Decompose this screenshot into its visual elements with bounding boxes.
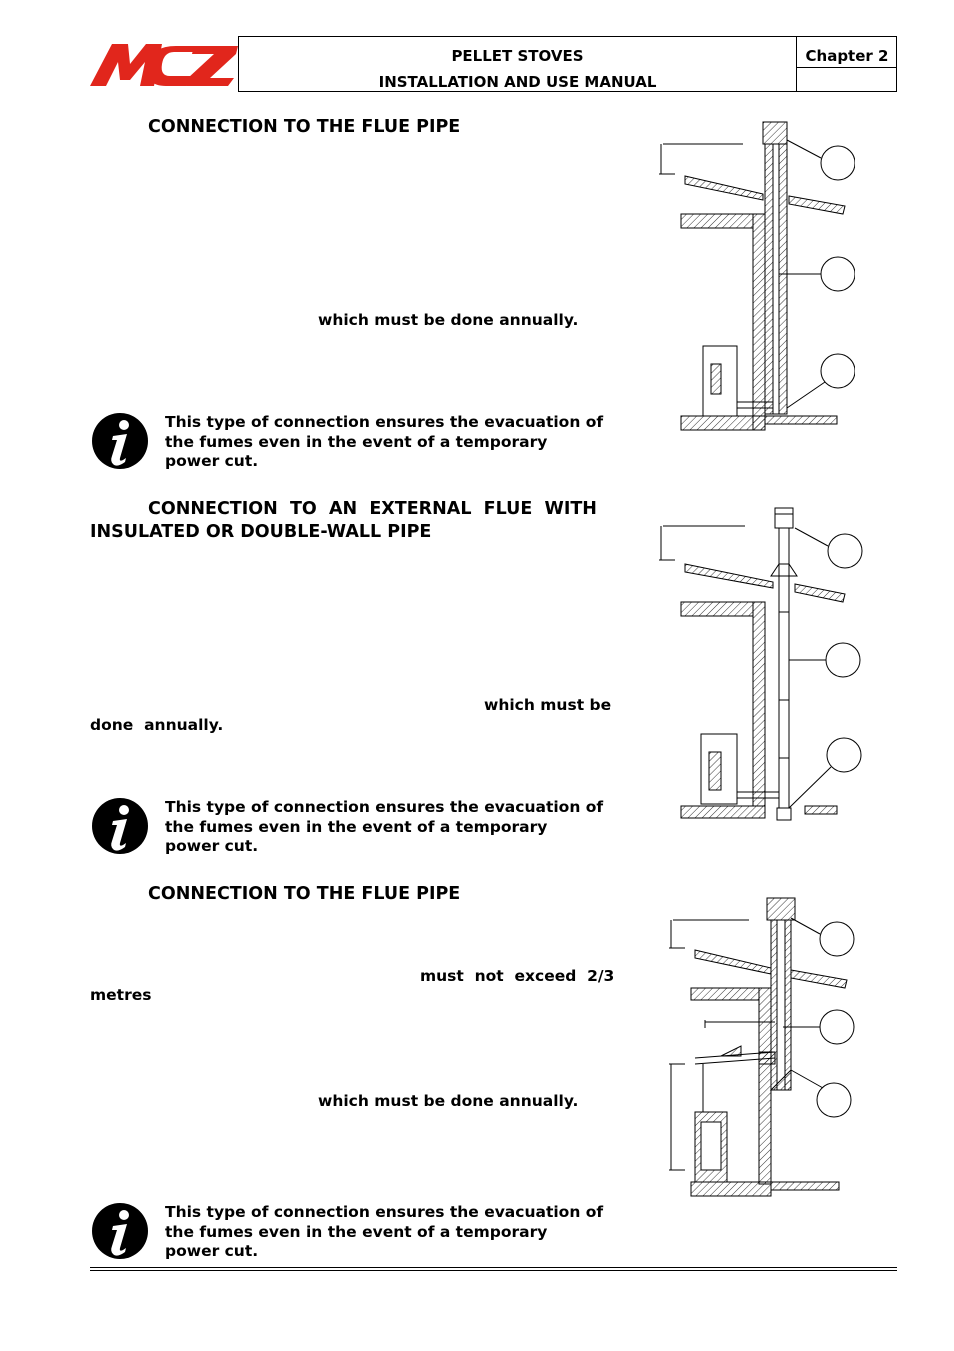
flue-diagram-2 bbox=[659, 507, 863, 821]
header-box: PELLET STOVES INSTALLATION AND USE MANUA… bbox=[238, 36, 897, 92]
section3-heading: CONNECTION TO THE FLUE PIPE bbox=[148, 884, 461, 904]
footer-rule bbox=[90, 1267, 897, 1268]
section3-note: This type of connection ensures the evac… bbox=[165, 1203, 604, 1260]
header-subtitle: INSTALLATION AND USE MANUAL bbox=[378, 73, 657, 91]
section2-annual-text-b: done annually. bbox=[90, 716, 224, 734]
flue-diagram-1 bbox=[659, 121, 855, 431]
section3-annual-text: which must be done annually. bbox=[318, 1092, 579, 1110]
section3-metres-text: metres bbox=[90, 986, 152, 1004]
flue-diagram-3 bbox=[669, 897, 855, 1197]
section1-annual-text: which must be done annually. bbox=[318, 311, 579, 329]
info-icon bbox=[92, 413, 148, 469]
section1-heading: CONNECTION TO THE FLUE PIPE bbox=[148, 117, 461, 137]
section2-heading-line2: INSULATED OR DOUBLE-WALL PIPE bbox=[90, 522, 432, 542]
footer-rule bbox=[90, 1270, 897, 1271]
section1-note: This type of connection ensures the evac… bbox=[165, 413, 604, 470]
header-title: PELLET STOVES bbox=[451, 47, 584, 65]
info-icon bbox=[92, 1203, 148, 1259]
section3-limit-text: must not exceed 2/3 bbox=[420, 967, 615, 985]
section2-annual-text-a: which must be bbox=[484, 696, 612, 714]
chapter-label: Chapter 2 bbox=[797, 37, 897, 68]
section2-heading-line1: CONNECTION TO AN EXTERNAL FLUE WITH bbox=[148, 499, 597, 519]
mcz-logo bbox=[90, 44, 238, 86]
info-icon bbox=[92, 798, 148, 854]
section2-note: This type of connection ensures the evac… bbox=[165, 798, 604, 855]
